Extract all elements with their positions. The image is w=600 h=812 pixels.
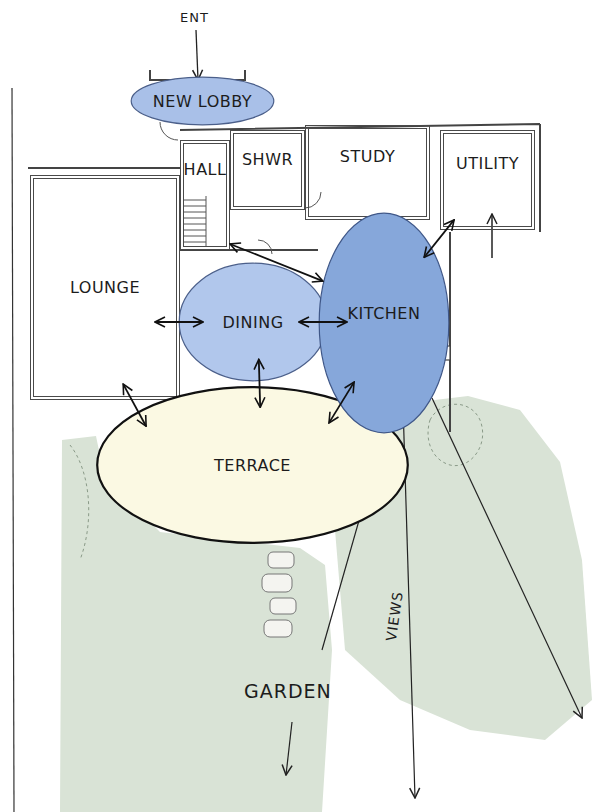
entry-arrow <box>196 30 198 80</box>
area-label: GARDEN <box>244 680 332 702</box>
room-outline: STUDY <box>305 125 430 220</box>
stepping-stone <box>264 620 292 637</box>
bubble-outline <box>179 263 327 381</box>
stepping-stone <box>268 552 294 568</box>
door-swing <box>258 240 272 254</box>
room-outline: SHWR <box>230 130 305 210</box>
direction-arrow <box>286 722 292 775</box>
space-name: HALL <box>184 160 227 179</box>
space-name: KITCHEN <box>348 304 421 323</box>
relationship-arrow <box>329 382 354 423</box>
room-outline: HALL <box>180 140 230 250</box>
bubble-shape <box>318 212 450 434</box>
boundary-line <box>12 88 14 812</box>
relationship-arrow <box>155 321 203 323</box>
space-name: SHWR <box>242 150 293 169</box>
space-bubble: DINING <box>178 262 328 382</box>
wall <box>28 124 540 432</box>
space-name: DINING <box>222 313 283 332</box>
door-swing <box>160 122 178 140</box>
space-name: NEW LOBBY <box>153 92 252 111</box>
view-line <box>432 398 582 718</box>
space-name: LOUNGE <box>70 278 140 297</box>
space-name: STUDY <box>340 147 395 166</box>
stepping-stone <box>262 574 292 592</box>
space-bubble: NEW LOBBY <box>130 76 275 126</box>
space-bubble: KITCHEN <box>318 212 450 434</box>
tree-outline <box>428 404 483 465</box>
hedge-outline <box>70 445 89 560</box>
relationship-arrow <box>123 384 146 426</box>
stepping-stone <box>270 598 296 614</box>
bubble-outline <box>131 77 274 125</box>
room-outline: LOUNGE <box>30 175 180 400</box>
bubble-outline <box>319 213 449 433</box>
entrance-label: ENT <box>180 10 209 25</box>
relationship-arrow <box>259 359 260 407</box>
room-outline: UTILITY <box>440 130 535 230</box>
entry-arrow <box>491 214 493 258</box>
space-name: TERRACE <box>214 456 291 475</box>
stair-treads <box>184 196 206 246</box>
relationship-arrow <box>424 220 454 258</box>
bubble-outline <box>97 387 408 543</box>
space-name: UTILITY <box>456 154 519 173</box>
relationship-arrow <box>299 321 347 323</box>
relationship-arrow <box>230 244 323 281</box>
